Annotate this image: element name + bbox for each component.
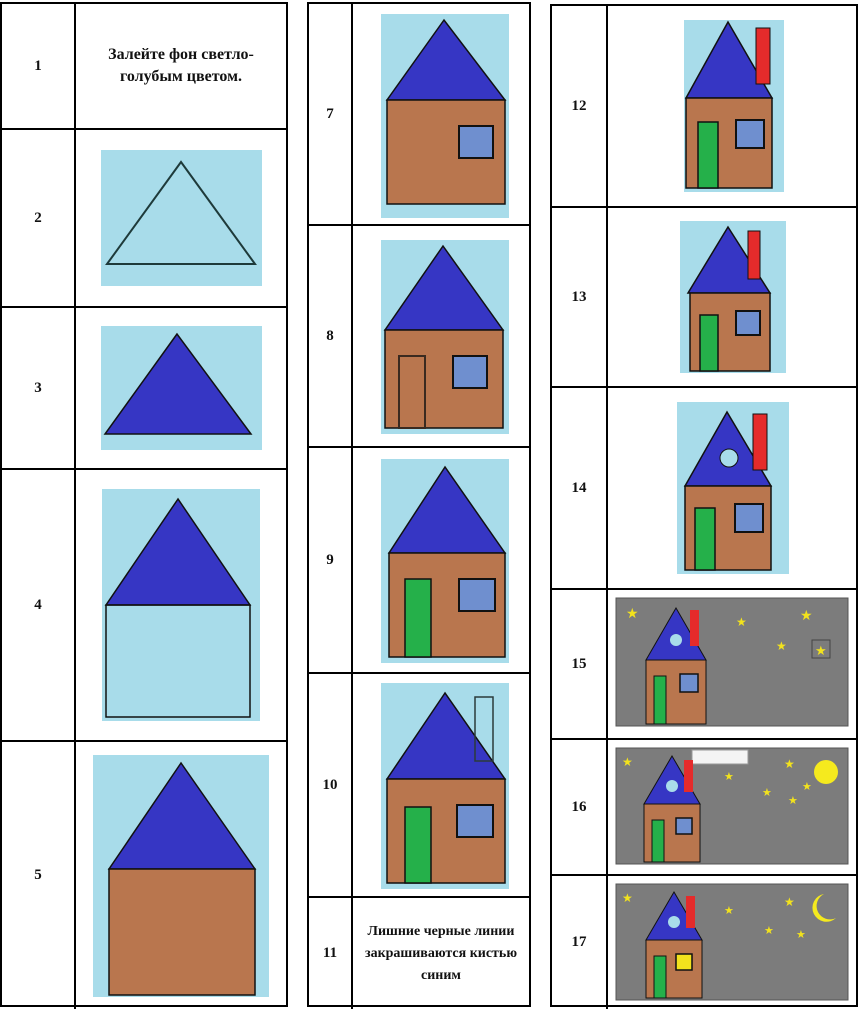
door	[698, 122, 718, 188]
star-icon: ★	[626, 607, 639, 622]
chimney	[690, 610, 699, 646]
star-icon: ★	[762, 787, 772, 799]
step-number: 4	[2, 470, 76, 740]
window	[459, 579, 495, 611]
moon	[814, 760, 838, 784]
step-number: 11	[309, 898, 353, 1009]
step-number: 5	[2, 742, 76, 1009]
star-icon: ★	[724, 771, 734, 783]
door	[405, 807, 431, 883]
tooltip-box	[692, 750, 748, 764]
steps-table-right: 12 13 14	[550, 4, 858, 1007]
step-row-10: 10	[309, 674, 529, 898]
chimney	[684, 760, 693, 792]
step-row-12: 12	[552, 6, 856, 208]
step-17-illustration: ★ ★ ★ ★ ★	[612, 882, 852, 1004]
star-icon: ★	[724, 905, 734, 917]
chimney	[686, 896, 695, 928]
window	[453, 356, 487, 388]
step-number: 16	[552, 740, 608, 874]
attic-window	[720, 449, 738, 467]
step-instruction: Залейте фон светло-голубым цветом.	[76, 44, 286, 88]
step-number: 2	[2, 130, 76, 306]
window	[735, 504, 763, 532]
step-row-8: 8	[309, 226, 529, 448]
door	[654, 676, 666, 724]
star-icon: ★	[784, 895, 795, 909]
window	[736, 311, 760, 335]
window	[457, 805, 493, 837]
window	[676, 818, 692, 834]
step-number: 14	[552, 388, 608, 588]
star-icon: ★	[815, 643, 827, 658]
step-number: 12	[552, 6, 608, 206]
step-row-11: 11 Лишние черные линии закрашиваются кис…	[309, 898, 529, 1009]
step-number: 3	[2, 308, 76, 468]
step-number: 10	[309, 674, 353, 896]
step-9-illustration	[371, 455, 511, 665]
step-5-illustration	[91, 753, 271, 999]
star-icon: ★	[784, 757, 795, 771]
sky-background	[101, 150, 262, 286]
step-number: 9	[309, 448, 353, 672]
step-row-16: 16 ★ ★ ★ ★ ★ ★	[552, 740, 856, 876]
steps-table-middle: 7 8 9	[307, 2, 531, 1007]
star-icon: ★	[776, 639, 787, 653]
step-16-illustration: ★ ★ ★ ★ ★ ★	[612, 746, 852, 868]
lit-window	[676, 954, 692, 970]
star-icon: ★	[764, 925, 774, 937]
star-icon: ★	[622, 891, 633, 905]
window	[680, 674, 698, 692]
step-number: 13	[552, 208, 608, 386]
step-15-illustration: ★ ★ ★ ★ ★	[612, 596, 852, 732]
chimney	[748, 231, 760, 279]
step-12-illustration	[676, 18, 788, 194]
door	[405, 579, 431, 657]
chimney	[756, 28, 770, 84]
door	[700, 315, 718, 371]
step-8-illustration	[371, 236, 511, 436]
window	[459, 126, 493, 158]
step-2-illustration	[99, 148, 264, 288]
step-number: 17	[552, 876, 608, 1009]
step-row-9: 9	[309, 448, 529, 674]
step-number: 15	[552, 590, 608, 738]
step-number: 1	[2, 4, 76, 128]
step-row-4: 4	[2, 470, 286, 742]
attic-window	[670, 634, 682, 646]
attic-window	[668, 916, 680, 928]
wall	[109, 869, 255, 995]
step-row-13: 13	[552, 208, 856, 388]
step-row-1: 1 Залейте фон светло-голубым цветом.	[2, 4, 286, 130]
step-row-14: 14	[552, 388, 856, 590]
window	[736, 120, 764, 148]
step-4-illustration	[96, 487, 266, 723]
step-row-5: 5	[2, 742, 286, 1009]
step-13-illustration	[676, 219, 788, 375]
star-icon: ★	[802, 781, 812, 793]
step-number: 8	[309, 226, 353, 446]
door	[652, 820, 664, 862]
chimney	[753, 414, 767, 470]
step-row-15: 15 ★ ★ ★ ★ ★	[552, 590, 856, 740]
step-14-illustration	[673, 400, 791, 576]
step-row-3: 3	[2, 308, 286, 470]
step-10-illustration	[371, 679, 511, 891]
star-icon: ★	[800, 609, 813, 624]
star-icon: ★	[788, 795, 798, 807]
step-3-illustration	[99, 324, 264, 452]
step-row-17: 17 ★ ★ ★ ★ ★	[552, 876, 856, 1009]
door	[654, 956, 666, 998]
step-row-2: 2	[2, 130, 286, 308]
steps-table-left: 1 Залейте фон светло-голубым цветом. 2 3…	[0, 2, 288, 1007]
step-row-7: 7	[309, 4, 529, 226]
step-7-illustration	[371, 8, 511, 220]
door	[695, 508, 715, 570]
star-icon: ★	[622, 755, 633, 769]
step-number: 7	[309, 4, 353, 224]
star-icon: ★	[736, 615, 747, 629]
attic-window	[666, 780, 678, 792]
star-icon: ★	[796, 929, 806, 941]
step-instruction: Лишние черные линии закрашиваются кистью…	[353, 921, 529, 987]
